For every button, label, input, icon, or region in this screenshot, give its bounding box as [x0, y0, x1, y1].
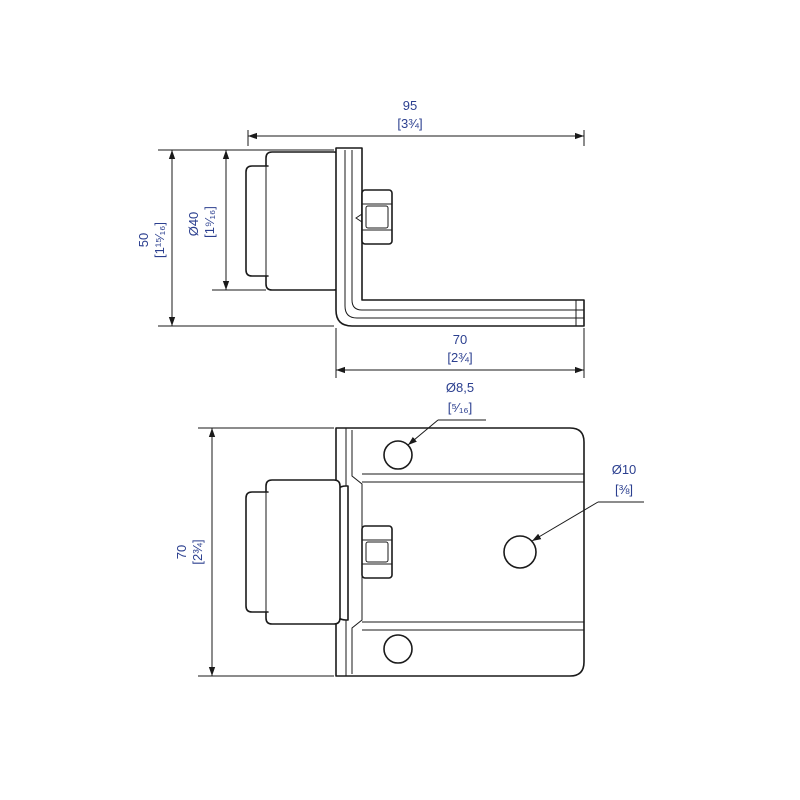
center-hole-imperial: [⅜] [615, 482, 633, 497]
dim-height-50: 50 [1¹⁵⁄₁₆] [136, 149, 334, 327]
callout-center-hole: Ø10 [⅜] [531, 462, 644, 542]
bracket-top [335, 147, 585, 327]
dim-roller-imperial: [1⁹⁄₁₆] [202, 206, 217, 238]
mount-hole-metric: Ø8,5 [446, 380, 474, 395]
dim-width-imperial: [3¾] [397, 116, 422, 131]
roller-top [245, 151, 341, 291]
mounting-plate [335, 427, 585, 677]
dim-height-imperial: [1¹⁵⁄₁₆] [152, 222, 167, 258]
dim-front-height-imperial: [2¾] [190, 539, 205, 564]
callout-mount-hole: Ø8,5 [⁵⁄₁₆] [407, 380, 486, 446]
front-view: Ø8,5 [⁵⁄₁₆] Ø10 [⅜] 70 [2¾] [174, 380, 644, 677]
roller-front [245, 479, 349, 625]
dim-height-metric: 50 [136, 233, 151, 247]
top-view: 95 [3¾] 50 [1¹⁵⁄₁₆] Ø40 [1⁹⁄₁₆] 70 [2¾] [136, 98, 585, 378]
nut-front [361, 525, 393, 579]
mount-hole-top [383, 440, 413, 470]
dim-front-height-70: 70 [2¾] [174, 427, 334, 677]
dim-depth-metric: 70 [453, 332, 467, 347]
nut-top [355, 189, 393, 245]
dim-front-height-metric: 70 [174, 545, 189, 559]
dim-depth-70: 70 [2¾] [335, 328, 585, 378]
dim-width-95: 95 [3¾] [247, 98, 585, 146]
dim-depth-imperial: [2¾] [447, 350, 472, 365]
center-hole-metric: Ø10 [612, 462, 637, 477]
mount-hole-bottom [383, 634, 413, 664]
dim-roller-40: Ø40 [1⁹⁄₁₆] [186, 149, 266, 291]
center-hole [503, 535, 537, 569]
dim-width-metric: 95 [403, 98, 417, 113]
mount-hole-imperial: [⁵⁄₁₆] [448, 400, 472, 415]
dim-roller-metric: Ø40 [186, 212, 201, 237]
